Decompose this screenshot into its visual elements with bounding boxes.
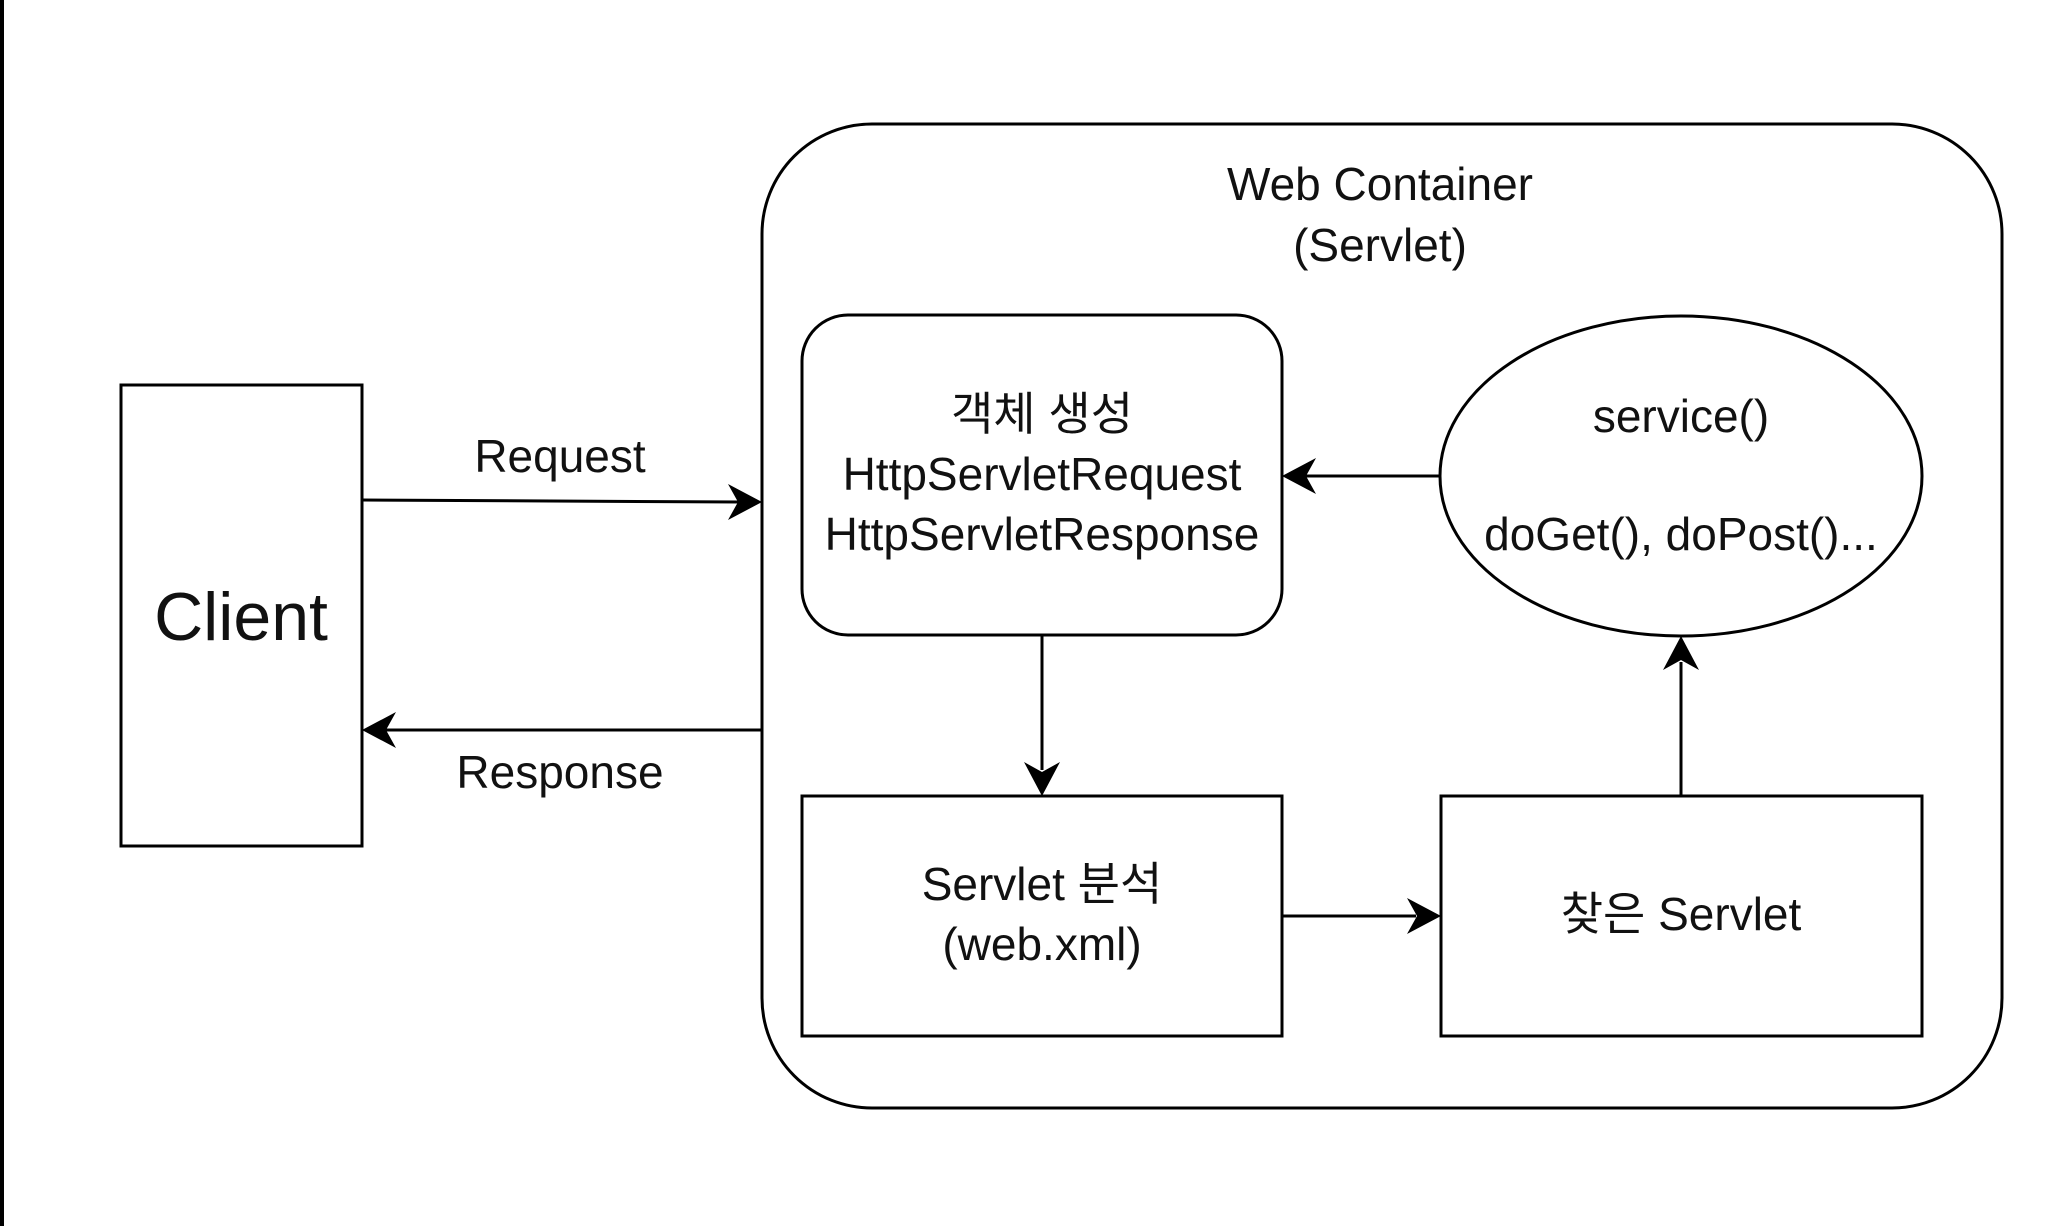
servlet-analysis-box	[800, 794, 1284, 1038]
create-objects-line1: 객체 생성	[951, 388, 1133, 440]
servlet-analysis-line2: (web.xml)	[942, 918, 1141, 970]
create-objects-line3: HttpServletResponse	[825, 508, 1260, 560]
found-servlet-box	[1439, 794, 1924, 1038]
response-arrowhead	[362, 712, 396, 748]
web-container-title: Web Container	[1227, 158, 1533, 210]
found-to-service-arrowhead	[1663, 636, 1699, 670]
request-arrow-line	[361, 498, 741, 504]
web-container-subtitle: (Servlet)	[1293, 219, 1467, 271]
service-methods-line1: service()	[1593, 390, 1769, 442]
left-border	[0, 0, 4, 1226]
client-box	[119, 383, 364, 848]
found-servlet-label: 찾은 Servlet	[1561, 888, 1802, 940]
service-to-create-arrowhead	[1282, 458, 1316, 494]
create-objects-line2: HttpServletRequest	[843, 448, 1242, 500]
service-methods-line2: doGet(), doPost()...	[1484, 508, 1878, 560]
request-label: Request	[474, 430, 646, 482]
create-to-analysis-arrowhead	[1024, 762, 1060, 796]
request-arrowhead	[728, 484, 762, 520]
service-methods-ellipse	[1438, 314, 1924, 638]
servlet-analysis-line1: Servlet 분석	[922, 858, 1163, 910]
response-label: Response	[456, 746, 663, 798]
analysis-to-found-arrowhead	[1407, 898, 1441, 934]
client-label: Client	[154, 579, 328, 655]
